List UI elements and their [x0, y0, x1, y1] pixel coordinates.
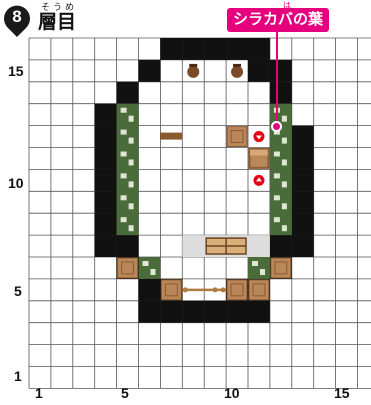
birch-leaves-block — [117, 104, 139, 126]
obsidian-block — [204, 38, 226, 60]
obsidian-block — [117, 82, 139, 104]
x-tick-10: 10 — [224, 385, 240, 401]
obsidian-block — [139, 60, 161, 82]
leaf-texture — [121, 195, 127, 200]
leaf-texture — [282, 116, 287, 122]
obsidian-block — [248, 38, 270, 60]
birch-leaves-block — [139, 257, 161, 279]
obsidian-block — [248, 301, 270, 323]
obsidian-block — [204, 301, 226, 323]
leaf-texture — [129, 181, 134, 187]
obsidian-block — [270, 60, 292, 82]
callout-leader-line — [276, 32, 278, 124]
obsidian-block — [182, 38, 204, 60]
obsidian-block — [292, 148, 314, 170]
birch-leaves-block — [117, 213, 139, 235]
birch-leaves-block — [117, 169, 139, 191]
callout-label: シラカバの葉 — [227, 8, 329, 32]
obsidian-block — [95, 213, 117, 235]
leaf-texture — [282, 203, 287, 209]
leaf-texture — [129, 138, 134, 144]
pot-block — [187, 66, 199, 78]
leaf-texture — [274, 173, 280, 178]
obsidian-block — [226, 301, 248, 323]
leaf-texture — [143, 261, 149, 266]
plank-block — [161, 280, 181, 300]
obsidian-block — [95, 235, 117, 257]
leaf-texture — [129, 160, 134, 166]
plank-block — [227, 127, 247, 147]
y-tick-1: 1 — [14, 368, 22, 384]
obsidian-block — [95, 148, 117, 170]
plank-block — [227, 280, 247, 300]
birch-leaves-block — [270, 191, 292, 213]
obsidian-block — [270, 235, 292, 257]
birch-leaves-block — [248, 257, 270, 279]
y-tick-5: 5 — [14, 283, 22, 299]
callout-pointer-dot — [271, 121, 282, 132]
plank-block — [118, 258, 138, 278]
leaf-texture — [121, 217, 127, 222]
stair-step — [250, 150, 268, 156]
slab-block — [160, 133, 182, 140]
leaf-texture — [121, 173, 127, 178]
obsidian-block — [117, 235, 139, 257]
obsidian-block — [270, 82, 292, 104]
obsidian-block — [292, 235, 314, 257]
obsidian-block — [139, 279, 161, 301]
callout-ruby: は — [283, 0, 291, 11]
birch-leaves-block — [117, 126, 139, 148]
obsidian-block — [95, 104, 117, 126]
obsidian-block — [160, 301, 182, 323]
obsidian-block — [95, 191, 117, 213]
x-tick-15: 15 — [334, 385, 350, 401]
obsidian-block — [248, 60, 270, 82]
x-tick-5: 5 — [121, 385, 129, 401]
birch-leaves-block — [117, 191, 139, 213]
leaf-texture — [274, 195, 280, 200]
leaf-texture — [151, 269, 156, 275]
birch-leaves-block — [117, 148, 139, 170]
obsidian-block — [292, 213, 314, 235]
obsidian-block — [160, 38, 182, 60]
leaf-texture — [129, 225, 134, 231]
pot-rim — [233, 64, 241, 67]
leaf-texture — [282, 181, 287, 187]
pot-block — [231, 66, 243, 78]
leaf-texture — [121, 152, 127, 157]
leaf-texture — [282, 225, 287, 231]
leaf-texture — [129, 116, 134, 122]
leaf-texture — [121, 130, 127, 135]
leaf-texture — [282, 138, 287, 144]
obsidian-block — [95, 126, 117, 148]
plank-block — [271, 258, 291, 278]
birch-leaves-block — [270, 148, 292, 170]
obsidian-block — [95, 169, 117, 191]
fence-post — [213, 287, 218, 292]
obsidian-block — [182, 301, 204, 323]
y-tick-15: 15 — [8, 63, 24, 79]
plank-block — [249, 280, 269, 300]
fence-post — [183, 287, 188, 292]
obsidian-block — [226, 38, 248, 60]
birch-leaves-block — [270, 169, 292, 191]
leaf-texture — [274, 217, 280, 222]
fence-post — [221, 287, 226, 292]
leaf-texture — [282, 160, 287, 166]
leaf-texture — [260, 269, 265, 275]
leaf-texture — [129, 203, 134, 209]
pot-rim — [189, 64, 197, 67]
leaf-texture — [121, 108, 127, 113]
x-tick-1: 1 — [35, 385, 43, 401]
obsidian-block — [139, 301, 161, 323]
y-tick-10: 10 — [8, 175, 24, 191]
obsidian-block — [292, 191, 314, 213]
obsidian-block — [292, 126, 314, 148]
obsidian-block — [292, 169, 314, 191]
leaf-texture — [274, 152, 280, 157]
leaf-texture — [252, 261, 258, 266]
birch-leaves-block — [270, 213, 292, 235]
